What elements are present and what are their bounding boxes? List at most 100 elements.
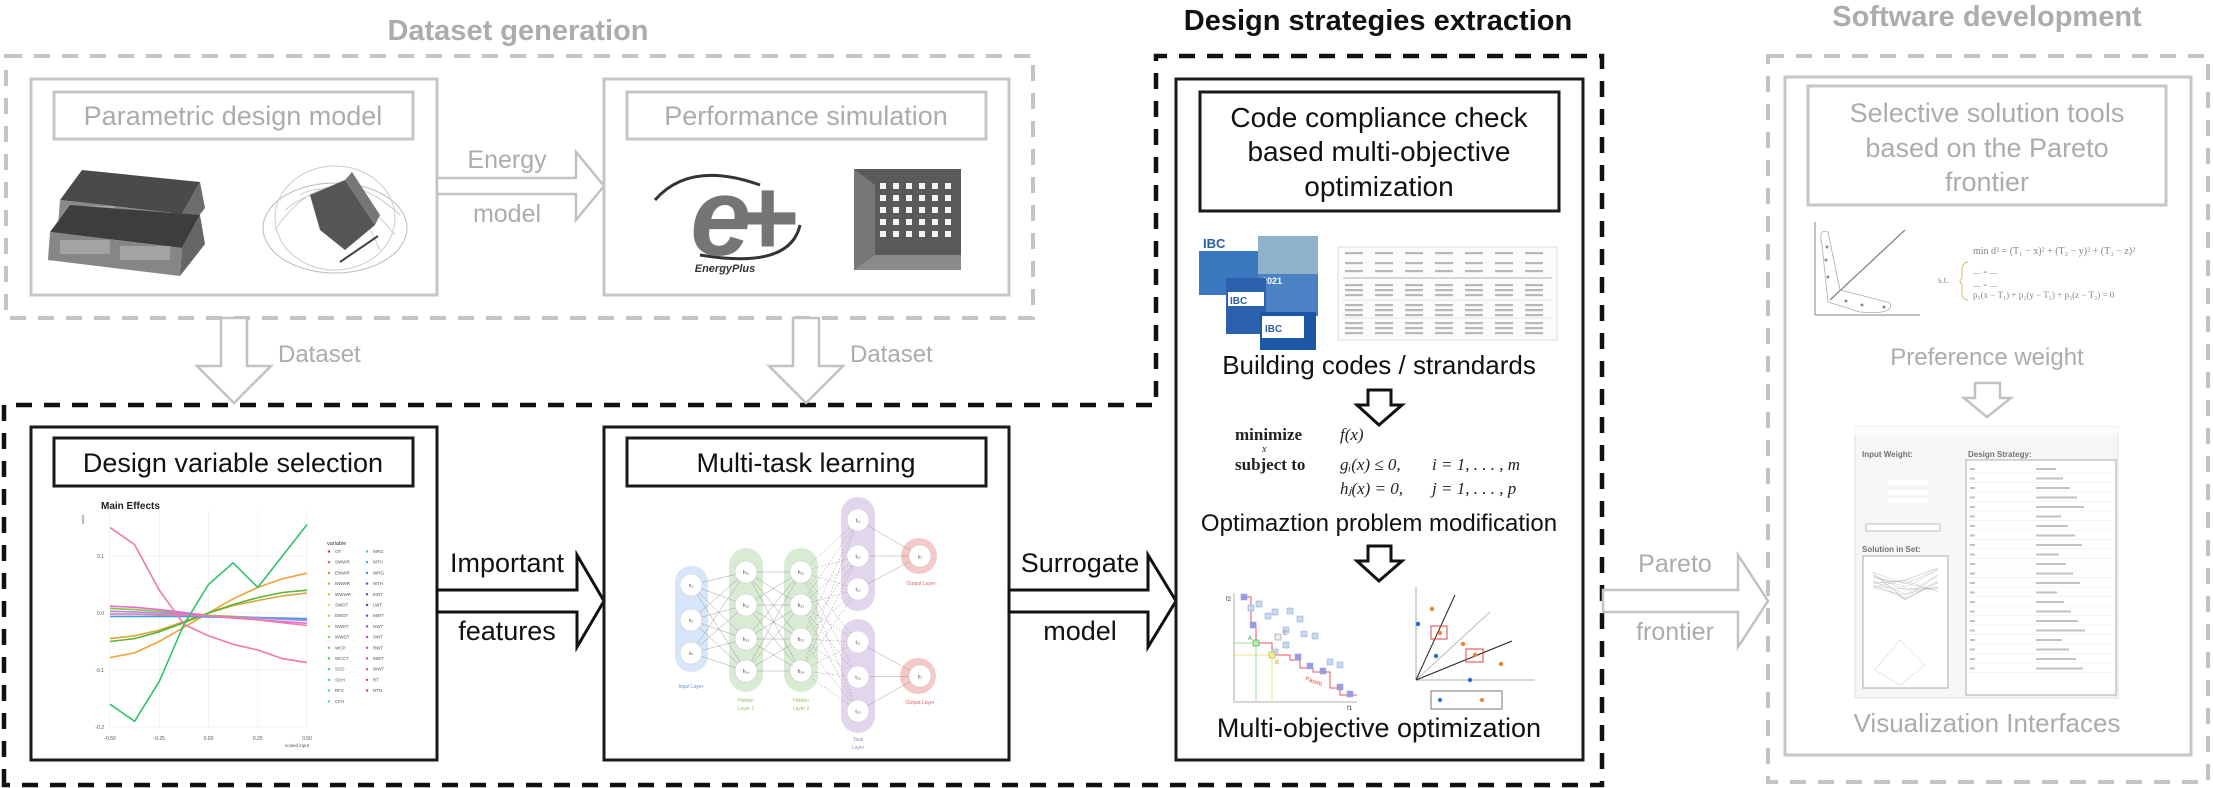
window-opening [945, 195, 951, 201]
table-cell [1345, 309, 1363, 312]
table-row-index [1970, 544, 1975, 546]
parallel-coordinate-line [1872, 571, 1939, 601]
svg-text:j = 1, . . . , p: j = 1, . . . , p [1430, 479, 1516, 498]
legend-label: WWT [373, 667, 384, 672]
table-cell [1465, 262, 1483, 265]
table-cell [1345, 270, 1363, 273]
table-row [2036, 591, 2057, 594]
parallel-coordinate-line [1872, 586, 1939, 590]
nn-node [846, 699, 870, 723]
legend-swatch [365, 657, 369, 660]
section-title-dataset-generation: Dataset generation [387, 15, 648, 47]
table-cell [1375, 314, 1393, 317]
legend-swatch [365, 614, 369, 617]
table-row-index [1970, 515, 1975, 518]
app-design-strategy-heading: Design Strategy: [1968, 450, 2032, 459]
output-layer2-label: Output Layer [906, 700, 935, 706]
selective-tools-title-line1: Selective solution tools [1850, 98, 2125, 128]
nn-node [846, 630, 870, 654]
dataset-right-label: Dataset [850, 341, 933, 368]
window-opening [919, 183, 925, 189]
window-opening [919, 195, 925, 201]
table-cell [1435, 327, 1453, 330]
table-cell [1465, 289, 1483, 292]
svg-text:p₁(x − T₁) + p₂(y − T₂) + p₃(z: p₁(x − T₁) + p₂(y − T₂) + p₃(z − T₃) = 0 [1973, 290, 2115, 300]
solution-point [1247, 604, 1255, 612]
svg-text:EnergyPlus: EnergyPlus [695, 263, 756, 275]
solution-dot [1429, 606, 1435, 612]
table-row [2036, 658, 2076, 660]
table-row-index [1970, 582, 1975, 584]
table-cell [1435, 262, 1453, 265]
solution-point [1282, 641, 1290, 649]
table-cell [1345, 289, 1363, 292]
table-cell [1465, 309, 1483, 312]
legend-swatch [365, 635, 369, 639]
nn-node [789, 593, 813, 617]
legend-swatch [365, 561, 369, 564]
legend-swatch [365, 603, 369, 607]
table-cell [1495, 262, 1513, 265]
nn-node [789, 659, 813, 683]
nn-edge [800, 519, 859, 606]
legend-label: WCCT [335, 656, 349, 661]
legend-label: WCP [335, 645, 346, 650]
parallel-coordinate-line [1872, 569, 1939, 585]
nn-node-label: h₂₁ [798, 570, 805, 576]
window-opening [906, 231, 912, 237]
preference-weight-formula-image: min d² = (T₁ − x)² + (T₂ − y)² + (T₃ − z… [1814, 222, 2135, 316]
table-cell [1435, 294, 1453, 297]
window-opening [893, 219, 899, 225]
nn-edge [800, 571, 859, 643]
parallel-coordinate-line [1872, 580, 1939, 594]
software-development-group [1766, 54, 2210, 784]
legend-label: MWT [373, 613, 384, 618]
table-cell [1465, 304, 1483, 307]
table-row [2036, 553, 2059, 556]
design-strategies-group [1, 53, 1605, 788]
window-opening [932, 183, 938, 189]
table-cell [1345, 252, 1363, 255]
table-row-index [1970, 534, 1975, 537]
hidden-layer1-label-1: Hidden [738, 698, 754, 704]
table-cell [1525, 262, 1543, 265]
x-tick-label: 0.25 [253, 736, 263, 742]
surrogate-model-label-line2: model [1043, 616, 1117, 646]
nn-node-label: xₙ [689, 651, 694, 657]
table-cell [1405, 304, 1423, 307]
nn-node [908, 664, 932, 688]
table-row-index [1970, 553, 1975, 556]
nn-edge [800, 571, 859, 678]
legend-swatch [327, 603, 331, 607]
main-effects-ylabel: value [80, 514, 85, 524]
table-row [2036, 582, 2080, 584]
table-cell [1345, 332, 1363, 335]
solution-point [1264, 612, 1272, 620]
svg-text:x: x [1261, 444, 1267, 455]
window-opening [893, 207, 899, 213]
legend-swatch [365, 668, 369, 671]
table-cell [1495, 294, 1513, 297]
solution-point [1294, 653, 1302, 661]
nn-edge [800, 604, 859, 712]
parallel-coordinate-line [1872, 574, 1939, 596]
legend-swatch [327, 571, 331, 575]
nn-edge [800, 555, 859, 672]
window-opening [880, 195, 886, 201]
table-cell [1495, 314, 1513, 317]
solution-point [1311, 632, 1319, 640]
table-row [2036, 601, 2064, 603]
nn-edge [800, 519, 859, 640]
solution-point [1300, 630, 1308, 638]
nn-edge [857, 641, 921, 677]
table-cell [1345, 327, 1363, 330]
legend-swatch [327, 700, 331, 703]
pareto-front-chart: A B C Pareto f2 f1 [1226, 593, 1357, 712]
nn-node [789, 560, 813, 584]
main-effects-legend-title: variable [327, 541, 346, 547]
x-tick-label: 0.50 [302, 736, 312, 742]
table-cell [1435, 309, 1453, 312]
table-cell [1435, 322, 1453, 325]
nn-node-label: t₁₁ [856, 518, 861, 524]
table-cell [1525, 309, 1543, 312]
